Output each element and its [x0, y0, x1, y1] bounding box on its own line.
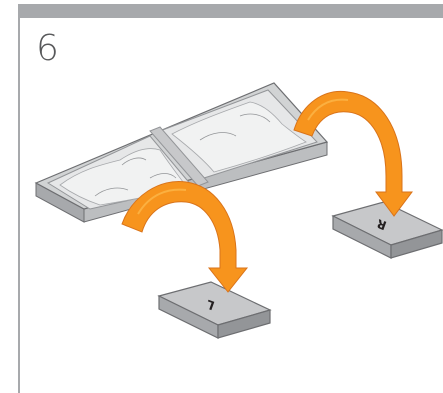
right-box-label: R: [375, 216, 388, 232]
left-move-arrow: [121, 180, 249, 293]
right-move-arrow: [293, 90, 413, 217]
right-printhead-box: R: [331, 201, 443, 259]
left-printhead-box: L: [157, 281, 272, 339]
step-number: 6: [36, 28, 59, 69]
